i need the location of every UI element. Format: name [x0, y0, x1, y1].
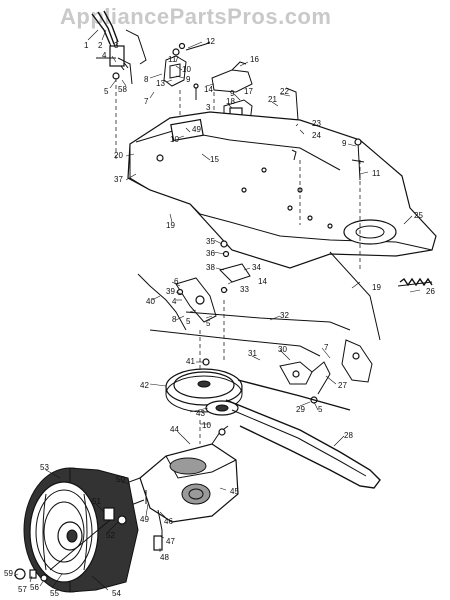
- callout-3: 3: [114, 41, 119, 50]
- lift-lever-assembly: [91, 10, 147, 160]
- callout-35: 35: [206, 237, 215, 246]
- callout-50: 50: [116, 475, 125, 484]
- callout-labels: 1 2 3 4 5 58 7 8 11 10 9 12 16 13 14 17 …: [4, 37, 435, 598]
- callout-2: 2: [98, 41, 103, 50]
- main-frame: [127, 111, 437, 270]
- callout-37: 37: [114, 175, 123, 184]
- callout-1: 1: [84, 41, 89, 50]
- callout-11: 11: [168, 55, 177, 64]
- callout-8b: 8: [172, 315, 177, 324]
- callout-9b: 9: [230, 89, 235, 98]
- callout-10c: 10: [202, 421, 211, 430]
- callout-39: 39: [166, 287, 175, 296]
- callout-27: 27: [338, 381, 347, 390]
- callout-12: 12: [206, 37, 215, 46]
- callout-5: 5: [104, 87, 109, 96]
- callout-14: 14: [204, 85, 213, 94]
- callout-44: 44: [170, 425, 179, 434]
- callout-26: 26: [426, 287, 435, 296]
- leader-lines: [13, 29, 421, 591]
- callout-48: 48: [160, 553, 169, 562]
- axle-hardware: [14, 507, 127, 582]
- callout-56: 56: [30, 583, 39, 592]
- callout-49: 49: [192, 125, 201, 134]
- callout-42: 42: [140, 381, 149, 390]
- callout-5d: 5: [318, 405, 323, 414]
- transaxle: [107, 420, 239, 551]
- callout-28: 28: [344, 431, 353, 440]
- callout-57: 57: [18, 585, 27, 594]
- callout-58: 58: [118, 85, 127, 94]
- callout-25: 25: [414, 211, 423, 220]
- callout-52: 52: [106, 531, 115, 540]
- callout-14b: 14: [258, 277, 267, 286]
- callout-13: 13: [156, 79, 165, 88]
- callout-9c: 9: [342, 139, 347, 148]
- callout-55: 55: [50, 589, 59, 598]
- callout-45: 45: [230, 487, 239, 496]
- callout-31: 31: [248, 349, 257, 358]
- callout-3b: 3: [206, 103, 211, 112]
- callout-5c: 5: [206, 319, 211, 328]
- callout-36: 36: [206, 249, 215, 258]
- callout-8: 8: [144, 75, 149, 84]
- callout-43: 43: [196, 409, 205, 418]
- callout-10b: 10: [170, 135, 179, 144]
- callout-54: 54: [112, 589, 121, 598]
- callout-5b: 5: [186, 317, 191, 326]
- callout-7b: 7: [324, 343, 329, 352]
- pulleys-and-belt: [165, 358, 381, 489]
- callout-19: 19: [166, 221, 175, 230]
- callout-20: 20: [114, 151, 123, 160]
- callout-46: 46: [164, 517, 173, 526]
- callout-47: 47: [166, 537, 175, 546]
- callout-24: 24: [312, 131, 321, 140]
- callout-7: 7: [144, 97, 149, 106]
- callout-40: 40: [146, 297, 155, 306]
- watermark: AppliancePartsPros.com: [60, 4, 332, 29]
- callout-19b: 19: [372, 283, 381, 292]
- callout-4: 4: [102, 51, 107, 60]
- callout-23: 23: [312, 119, 321, 128]
- callout-32: 32: [280, 311, 289, 320]
- callout-22: 22: [280, 87, 289, 96]
- callout-15: 15: [210, 155, 219, 164]
- callout-30: 30: [278, 345, 287, 354]
- callout-4b: 4: [172, 297, 177, 306]
- callout-11b: 11: [372, 169, 381, 178]
- mid-linkage: [137, 240, 381, 404]
- callout-17: 17: [244, 87, 253, 96]
- callout-29: 29: [296, 405, 305, 414]
- callout-33: 33: [240, 285, 249, 294]
- callout-59: 59: [4, 569, 13, 578]
- callout-38: 38: [206, 263, 215, 272]
- callout-21: 21: [268, 95, 277, 104]
- callout-53: 53: [40, 463, 49, 472]
- callout-6: 6: [174, 277, 179, 286]
- rear-wheel: [23, 467, 139, 593]
- callout-49b: 49: [140, 515, 149, 524]
- callout-10: 10: [182, 65, 191, 74]
- callout-34: 34: [252, 263, 261, 272]
- callout-51: 51: [92, 497, 101, 506]
- spring-26: [397, 277, 433, 287]
- callout-9: 9: [186, 75, 191, 84]
- callout-41: 41: [186, 357, 195, 366]
- callout-18: 18: [226, 97, 235, 106]
- frame-bolts: [351, 138, 365, 181]
- callout-16: 16: [250, 55, 259, 64]
